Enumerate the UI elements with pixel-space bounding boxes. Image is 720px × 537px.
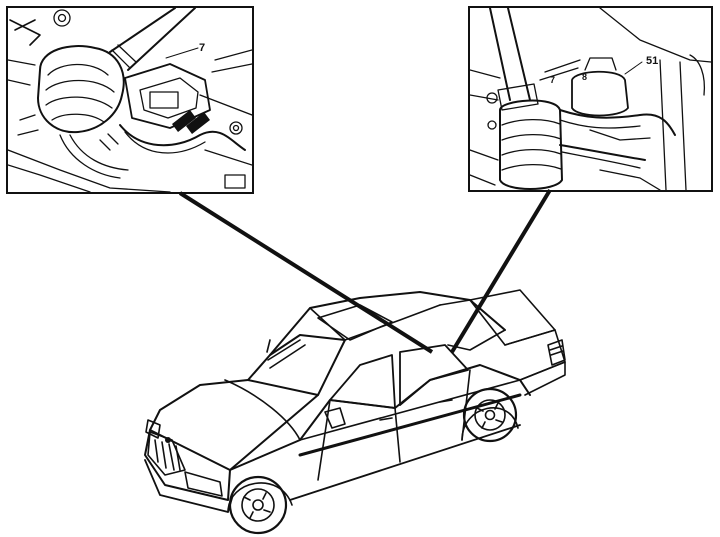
left-label-leader — [165, 47, 199, 59]
left-inset-pointer-line — [178, 191, 434, 354]
right-inset-label-8: 8 — [582, 72, 587, 82]
right-inset-pointer-line — [450, 188, 552, 354]
right-inset-label-7: 7 — [550, 75, 555, 85]
car-illustration — [144, 289, 566, 535]
left-inset-drawing — [8, 8, 252, 192]
right-inset-label-51: 51 — [646, 55, 658, 67]
right-inset-frame — [468, 6, 713, 192]
left-detail-inset: 7 — [6, 6, 254, 194]
right-detail-inset: 51 7 8 — [468, 6, 713, 192]
right-label-51-leader — [624, 61, 643, 75]
left-inset-label-7: 7 — [199, 42, 205, 54]
left-inset-frame — [6, 6, 254, 194]
right-inset-drawing — [470, 8, 711, 190]
